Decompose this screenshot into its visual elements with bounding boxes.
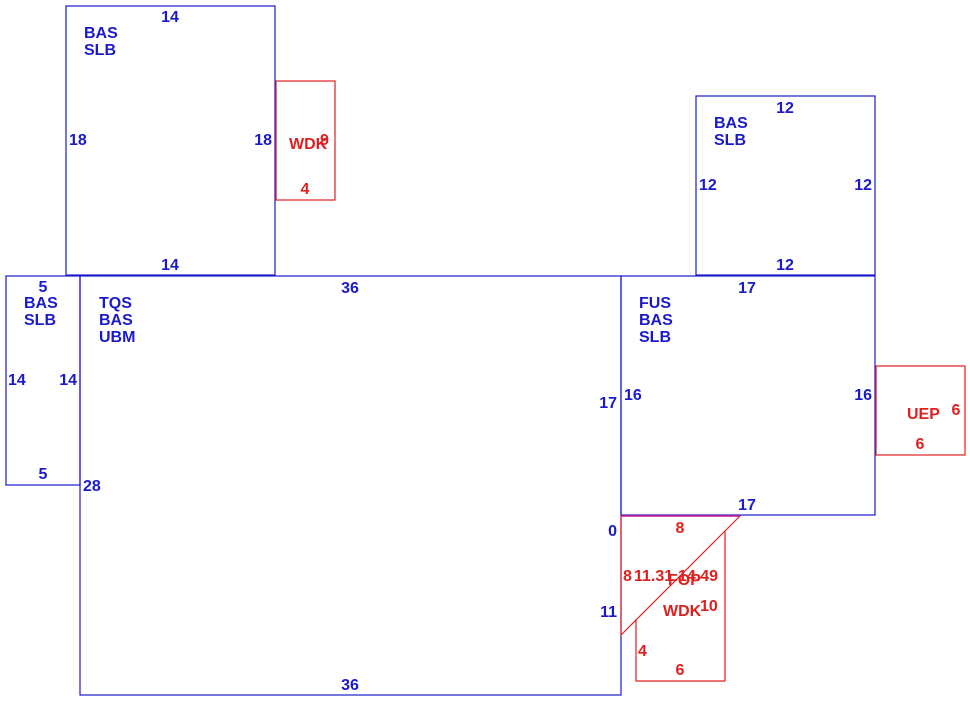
addition-code: UEP xyxy=(907,406,940,423)
area-code: FUS xyxy=(639,295,671,312)
dimension-label: 14 xyxy=(59,372,77,389)
area-outline xyxy=(65,5,276,276)
dimension-label: 14 xyxy=(8,372,26,389)
area-code: SLB xyxy=(24,312,56,329)
dimension-label: 8 xyxy=(676,520,685,537)
dimension-label: 14 xyxy=(161,9,179,26)
dimension-label: 6 xyxy=(952,402,961,419)
dimension-label: 0 xyxy=(608,523,617,540)
dimension-label: 4 xyxy=(638,643,647,660)
dimension-label: 11.31 xyxy=(634,568,673,585)
area-code: SLB xyxy=(84,42,116,59)
area-code: BAS xyxy=(24,295,58,312)
area-outline xyxy=(620,275,876,516)
addition-uep: UEP 6 6 xyxy=(875,365,966,456)
dimension-label: 18 xyxy=(254,132,272,149)
dimension-label: 12 xyxy=(776,100,794,117)
dimension-label: 11 xyxy=(600,604,617,621)
addition-wdk-top: WDK 9 4 xyxy=(275,80,336,201)
dimension-label: 9 xyxy=(320,132,329,149)
area-left-small: 5 BAS SLB 14 14 5 xyxy=(5,275,81,486)
area-code: BAS xyxy=(639,312,673,329)
dimension-label: 6 xyxy=(676,662,685,679)
area-code: BAS xyxy=(84,25,118,42)
addition-fop: 8 8 11.31 FOP 14.49 xyxy=(620,515,742,637)
dimension-label: 16 xyxy=(624,387,642,404)
dimension-label: 8 xyxy=(623,568,632,585)
area-code: TQS xyxy=(99,295,132,312)
addition-outline xyxy=(275,80,336,201)
dimension-label: 28 xyxy=(83,478,101,495)
dimension-label: 12 xyxy=(699,177,717,194)
dimension-label: 36 xyxy=(341,677,359,694)
dimension-label: 6 xyxy=(916,436,925,453)
addition-code: WDK xyxy=(663,603,702,620)
dimension-label: 36 xyxy=(341,280,359,297)
area-top-left: BAS SLB 14 18 18 14 xyxy=(65,5,276,276)
dimension-label: 5 xyxy=(39,279,48,296)
dimension-label: 5 xyxy=(39,466,48,483)
addition-wdk-bottom: WDK 10 4 6 xyxy=(635,531,726,682)
dimension-label: 12 xyxy=(854,177,872,194)
dimension-label: 17 xyxy=(738,280,756,297)
addition-code: WDK xyxy=(289,136,328,153)
area-code: BAS xyxy=(714,115,748,132)
area-code: UBM xyxy=(99,329,135,346)
dimension-label: 17 xyxy=(738,497,756,514)
dimension-label: 4 xyxy=(301,181,310,198)
dimension-label: 12 xyxy=(776,257,794,274)
dimension-label: 10 xyxy=(700,598,718,615)
area-code: SLB xyxy=(714,132,746,149)
dimension-label: 18 xyxy=(69,132,87,149)
area-code: SLB xyxy=(639,329,671,346)
area-right: 17 FUS BAS SLB 16 16 17 xyxy=(620,275,876,516)
area-code: BAS xyxy=(99,312,133,329)
addition-outline xyxy=(875,365,966,456)
dimension-label: 14.49 xyxy=(678,568,718,585)
area-outline xyxy=(79,275,622,696)
area-top-right: 12 BAS SLB 12 12 12 xyxy=(695,95,876,276)
area-outline xyxy=(695,95,876,276)
addition-code: FOP xyxy=(668,572,701,589)
dimension-label: 14 xyxy=(161,257,179,274)
dimension-label: 16 xyxy=(854,387,872,404)
dimension-label: 17 xyxy=(599,395,617,412)
area-main: 36 TQS BAS UBM 28 17 0 11 36 xyxy=(79,275,622,696)
addition-outline xyxy=(635,531,726,682)
